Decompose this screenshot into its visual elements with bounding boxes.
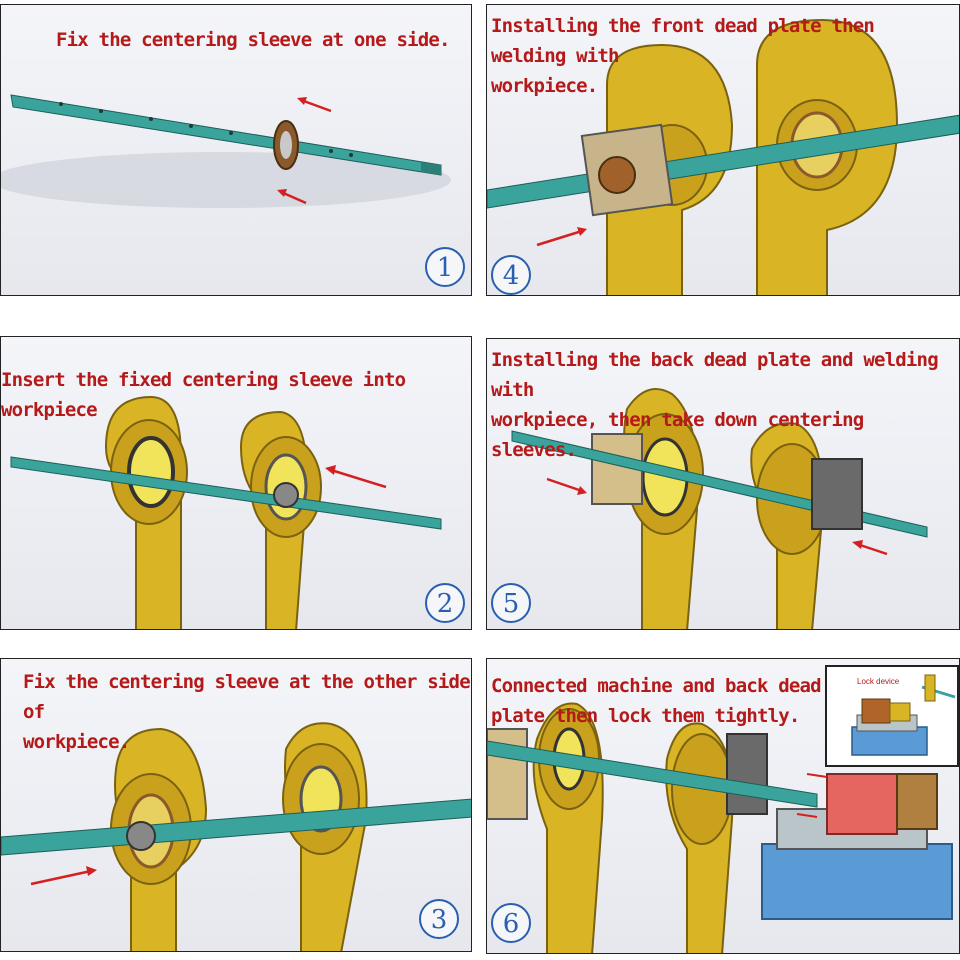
step-5-illustration (511, 388, 928, 629)
step-4-number: 4 (491, 255, 531, 295)
step-3-number: 3 (419, 899, 459, 939)
step-panel-6: Connected machine and back dead plate th… (486, 658, 960, 954)
step-1-illustration (1, 94, 451, 208)
step-5-number: 5 (491, 583, 531, 623)
step-panel-3: Fix the centering sleeve at the other si… (0, 658, 472, 952)
step-2-number: 2 (425, 583, 465, 623)
step-6-caption: Connected machine and back dead plate th… (491, 675, 822, 727)
step-panel-2: Insert the fixed centering sleeve into w… (0, 336, 472, 630)
step-6-number: 6 (491, 903, 531, 943)
step-4-caption: Installing the front dead plate then wel… (491, 15, 875, 97)
step-3-illustration (1, 722, 471, 951)
step-panel-5: Installing the back dead plate and weldi… (486, 338, 960, 630)
inset-label: Lock device (857, 677, 900, 686)
step-5-caption: Installing the back dead plate and weldi… (491, 349, 939, 461)
inset-machine-illustration (851, 674, 956, 756)
step-panel-4: Installing the front dead plate then wel… (486, 4, 960, 296)
step-1-caption: Fix the centering sleeve at one side. (56, 29, 450, 51)
step-3-caption: Fix the centering sleeve at the other si… (23, 671, 471, 753)
step-6-illustration (487, 702, 953, 953)
step-1-number: 1 (425, 247, 465, 287)
step-4-illustration (487, 18, 959, 295)
step-2-caption: Insert the fixed centering sleeve into w… (1, 369, 416, 421)
inset-image: Lock device (825, 665, 959, 767)
step-2-illustration (10, 395, 442, 629)
step-panel-1: Fix the centering sleeve at one side. 1 (0, 4, 472, 296)
